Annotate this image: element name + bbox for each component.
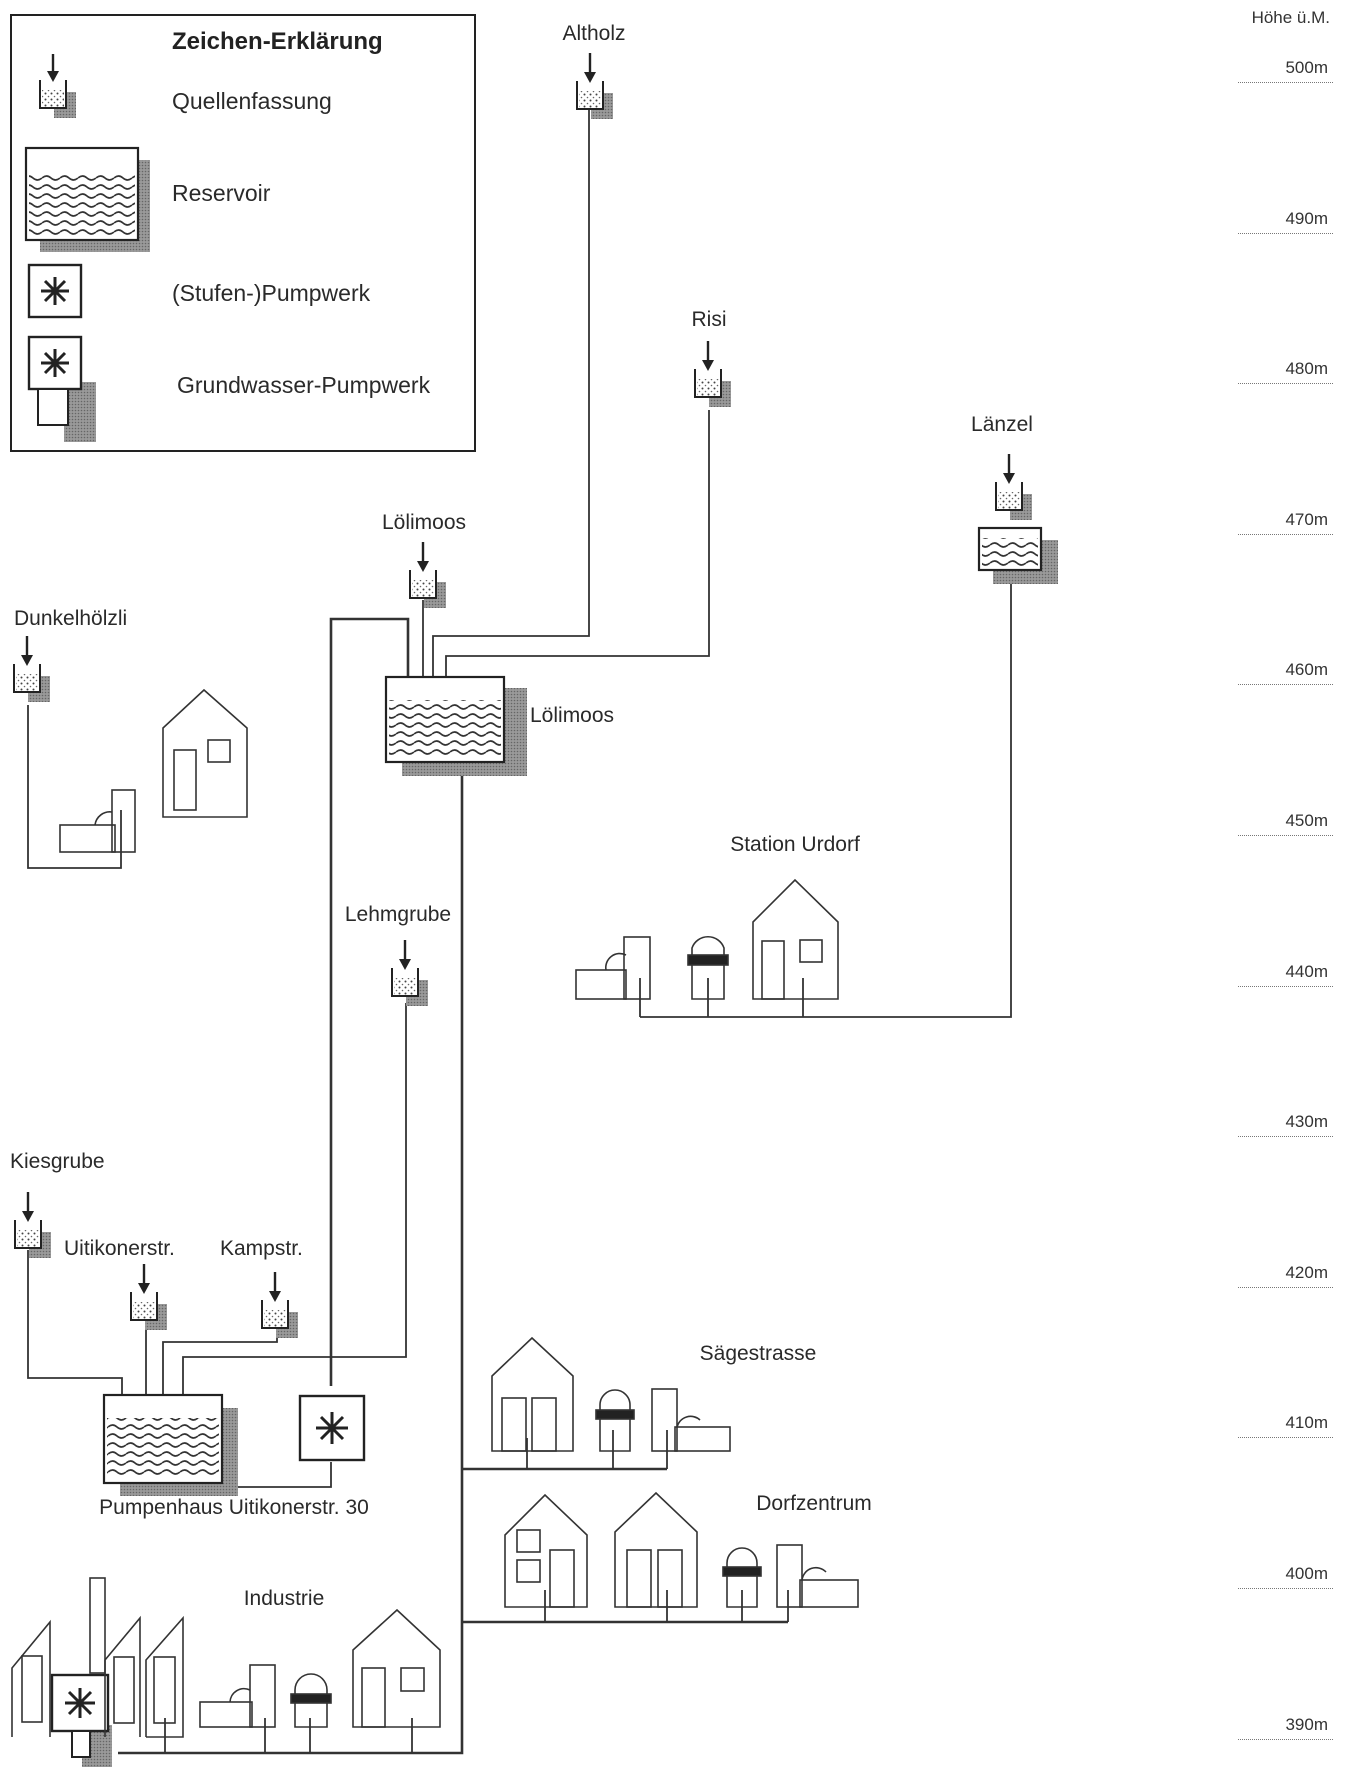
pipe-dunkelhoelzli xyxy=(27,705,122,869)
altitude-tick-label: 420m xyxy=(1285,1262,1328,1282)
altitude-tick-line xyxy=(1238,1437,1333,1439)
legend-label-spring: Quellenfassung xyxy=(172,88,332,114)
pipe-lehmgrube xyxy=(182,1003,407,1395)
label-station-urdorf: Station Urdorf xyxy=(730,833,860,856)
reservoir-icon-laenzel xyxy=(977,526,1058,584)
altitude-tick-line xyxy=(1238,684,1333,686)
altitude-tick-label: 500m xyxy=(1285,58,1328,77)
altitude-header: Höhe ü.M. xyxy=(1251,8,1330,27)
legend-label-reservoir: Reservoir xyxy=(172,180,271,206)
label-spring-kampstr: Kampstr. xyxy=(220,1237,303,1260)
altitude-tick-label: 480m xyxy=(1285,359,1328,379)
altitude-tick-label: 470m xyxy=(1285,509,1328,529)
pump-station-icon xyxy=(27,263,83,319)
pipe-pump-up xyxy=(329,617,410,1386)
pipe-altholz xyxy=(432,110,590,677)
label-spring-laenzel: Länzel xyxy=(971,413,1033,436)
spring-icon-risi xyxy=(693,339,733,409)
label-spring-lehmgrube: Lehmgrube xyxy=(344,903,452,926)
label-pumphouse: Pumpenhaus Uitikonerstr. 30 xyxy=(99,1496,369,1519)
spring-icon-dunkelhoelzli xyxy=(12,634,52,704)
reservoir-icon-loelimoos xyxy=(384,675,527,776)
label-dorfzentrum: Dorfzentrum xyxy=(756,1492,872,1515)
spring-icon-uitikoner xyxy=(129,1262,169,1332)
altitude-tick-label: 450m xyxy=(1285,811,1328,830)
pump-station-icon-uitikoner xyxy=(298,1394,366,1462)
altitude-tick-line xyxy=(1238,985,1333,987)
altitude-tick-label: 410m xyxy=(1285,1413,1328,1433)
pipe-kiesgrube xyxy=(27,1250,123,1395)
spring-icon-kiesgrube xyxy=(13,1190,53,1260)
pipe-main-down xyxy=(118,771,464,1755)
building-industrie xyxy=(11,1577,441,1738)
altitude-tick-label: 400m xyxy=(1285,1564,1328,1583)
label-spring-loelimoos: Lölimoos xyxy=(381,511,467,534)
reservoir-icon xyxy=(24,146,150,252)
pipe-kampstr xyxy=(162,1328,278,1395)
groundwater-pump-icon-industrie xyxy=(50,1673,112,1767)
altitude-tick-line xyxy=(1238,1136,1333,1138)
spring-icon-altholz xyxy=(575,51,615,121)
spring-icon-loelimoos xyxy=(408,540,448,610)
label-industrie: Industrie xyxy=(243,1587,325,1610)
altitude-tick-label: 460m xyxy=(1285,660,1328,680)
altitude-tick-line xyxy=(1238,533,1333,535)
label-spring-uitikonerstr: Uitikonerstr. xyxy=(64,1237,175,1260)
reservoir-icon-pumphouse xyxy=(102,1393,238,1496)
spring-icon-kampstr xyxy=(260,1270,300,1340)
altitude-tick-line xyxy=(1238,1286,1333,1288)
pipe-laenzel xyxy=(640,580,1012,1018)
building-dunkelhoelzli xyxy=(59,688,248,853)
label-saegestrasse: Sägestrasse xyxy=(699,1342,817,1365)
legend-label-groundwater-pump: Grundwasser-Pumpwerk xyxy=(177,372,431,398)
legend-box: Zeichen-Erklärung Quellenfassung Reservo… xyxy=(10,14,476,452)
altitude-tick-line xyxy=(1238,835,1333,836)
pipe-risi xyxy=(445,410,710,677)
label-spring-altholz: Altholz xyxy=(562,22,626,45)
building-dorfzentrum xyxy=(504,1491,859,1608)
spring-icon-lehmgrube xyxy=(390,938,430,1008)
altitude-tick-label: 440m xyxy=(1285,961,1328,981)
groundwater-pump-icon xyxy=(27,335,96,442)
altitude-tick-line xyxy=(1238,1588,1333,1589)
spring-catchment-icon xyxy=(39,54,76,118)
label-spring-kiesgrube: Kiesgrube xyxy=(10,1150,105,1173)
altitude-tick-label: 490m xyxy=(1285,208,1328,228)
spring-icon-laenzel xyxy=(994,452,1034,522)
label-spring-dunkelhoelzli: Dunkelhölzli xyxy=(14,607,128,630)
legend-label-pump-station: (Stufen-)Pumpwerk xyxy=(172,280,371,306)
altitude-tick-label: 430m xyxy=(1285,1112,1328,1132)
legend-title: Zeichen-Erklärung xyxy=(172,28,383,55)
altitude-tick-line xyxy=(1238,383,1333,385)
label-reservoir-loelimoos: Lölimoos xyxy=(530,704,615,727)
building-saegestrasse xyxy=(491,1336,731,1452)
building-station-urdorf xyxy=(575,878,839,1000)
altitude-tick-label: 390m xyxy=(1285,1714,1328,1734)
altitude-tick-line xyxy=(1238,232,1333,234)
altitude-tick-line xyxy=(1238,82,1333,83)
label-spring-risi: Risi xyxy=(691,308,727,331)
altitude-tick-line xyxy=(1238,1738,1333,1740)
pipes xyxy=(27,110,1012,1755)
